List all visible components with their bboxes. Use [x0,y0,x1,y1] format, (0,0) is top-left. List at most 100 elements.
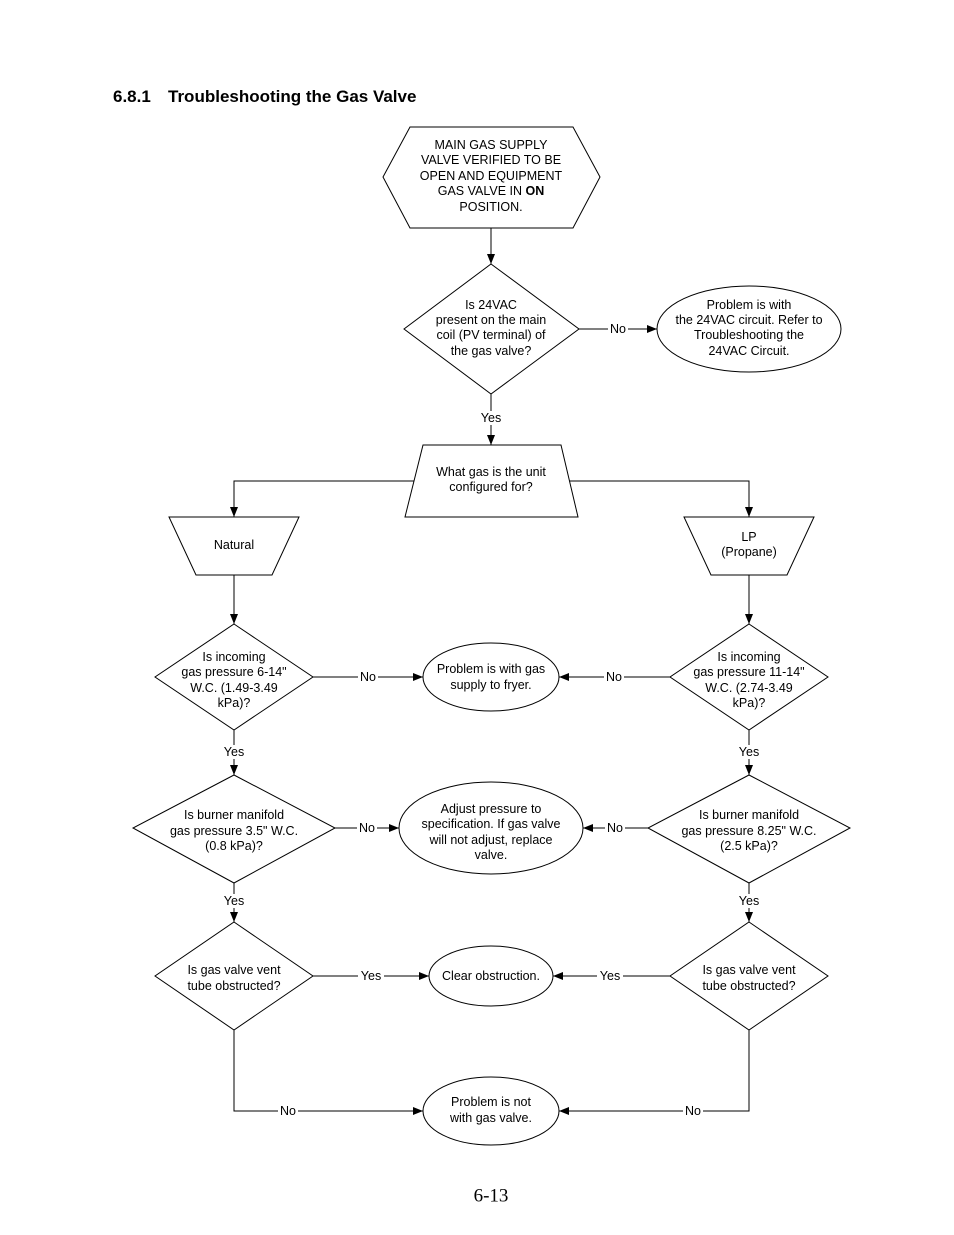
gas-type-trapezoid [404,444,579,518]
edge-label-bg [605,821,625,835]
gas-type-line: What gas is the unit [436,465,546,479]
lp-trapezoid [683,516,815,576]
start-text-line: VALVE VERIFIED TO BE [421,153,561,167]
lp-node: LP (Propane) [683,516,815,576]
edge-label-lp-vent-yes: Yes [600,969,620,983]
edge-label-24vac-no: No [610,322,626,336]
decision-24vac-line: the gas valve? [451,344,532,358]
start-text-line: OPEN AND EQUIPMENT [420,169,563,183]
start-text-line: POSITION. [459,200,522,214]
result-not-valve-line: with gas valve. [449,1111,532,1125]
start-text-bold-on: ON [526,184,545,198]
edge-label-bg [604,670,624,684]
arrow-nat-vent-no [233,1030,423,1115]
result-not-valve-line: Problem is not [451,1095,531,1109]
arrow-lp-vent-no [559,1030,750,1115]
start-hexagon-node: MAIN GAS SUPPLY VALVE VERIFIED TO BE OPE… [382,126,601,229]
edge-label-bg [358,969,384,983]
start-text-line: GAS VALVE IN ON [438,184,545,198]
decision-24vac-diamond [403,263,580,395]
result-gas-supply-line: Problem is with gas [437,662,545,676]
result-adjust-line: specification. If gas valve [422,817,561,831]
edge-label-bg [736,745,762,759]
result-24vac-node: Problem is with the 24VAC circuit. Refer… [656,285,842,373]
decision-lp-incoming-line: Is incoming [717,650,780,664]
gas-type-line: configured for? [449,480,532,494]
start-text-prefix: GAS VALVE IN [438,184,522,198]
decision-nat-manifold-line: (0.8 kPa)? [205,839,263,853]
decision-lp-vent-node: Is gas valve vent tube obstructed? [669,921,829,1031]
edge-label-bg [736,894,762,908]
edge-label-bg [221,894,247,908]
lp-line: LP [741,530,756,544]
edge-label-bg [608,322,628,336]
edge-label-bg [278,1104,298,1118]
result-adjust-line: will not adjust, replace [429,833,553,847]
decision-nat-incoming-diamond [154,623,314,731]
edge-label-nat-vent-yes: Yes [361,969,381,983]
edge-label-nat-manifold-no: No [359,821,375,835]
decision-lp-incoming-diamond [669,623,829,731]
edge-label-lp-incoming-yes: Yes [739,745,759,759]
decision-lp-manifold-node: Is burner manifold gas pressure 8.25" W.… [646,774,852,884]
decision-lp-incoming-line: gas pressure 11-14" [693,665,804,679]
result-not-valve-node: Problem is not with gas valve. [422,1076,560,1146]
result-24vac-line: the 24VAC circuit. Refer to [675,313,822,327]
start-hexagon [382,126,601,229]
decision-lp-incoming-line: kPa)? [733,696,766,710]
section-heading: 6.8.1 Troubleshooting the Gas Valve [113,87,416,106]
decision-nat-manifold-line: gas pressure 3.5" W.C. [170,824,298,838]
result-24vac-line: Troubleshooting the [694,328,804,342]
start-text-line: MAIN GAS SUPPLY [435,138,549,152]
decision-lp-incoming-node: Is incoming gas pressure 11-14" W.C. (2.… [669,623,829,731]
decision-nat-vent-diamond [154,921,314,1031]
edge-label-bg [478,411,504,425]
edge-label-lp-incoming-no: No [606,670,622,684]
result-adjust-line: Adjust pressure to [441,802,542,816]
result-gas-supply-ellipse [422,642,560,712]
natural-line: Natural [214,538,254,552]
edge-label-lp-vent-no: No [685,1104,701,1118]
result-adjust-ellipse [398,781,584,875]
decision-lp-vent-diamond [669,921,829,1031]
edge-label-bg [221,745,247,759]
decision-24vac-node: Is 24VAC present on the main coil (PV te… [403,263,580,395]
edge-label-bg [358,670,378,684]
natural-node: Natural [168,516,300,576]
result-adjust-line: valve. [475,848,508,862]
edge-label-bg [597,969,623,983]
result-24vac-line: Problem is with [707,298,792,312]
decision-nat-vent-line: tube obstructed? [187,979,280,993]
arrow-gas-type-to-natural [230,480,414,517]
result-clear-line: Clear obstruction. [442,969,540,983]
decision-lp-incoming-line: W.C. (2.74-3.49 [705,681,793,695]
decision-lp-manifold-line: Is burner manifold [699,808,799,822]
page-number: 6-13 [474,1186,509,1207]
result-gas-supply-node: Problem is with gas supply to fryer. [422,642,560,712]
natural-trapezoid [168,516,300,576]
edge-label-nat-incoming-no: No [360,670,376,684]
result-clear-node: Clear obstruction. [428,945,554,1007]
decision-nat-manifold-line: Is burner manifold [184,808,284,822]
decision-nat-vent-line: Is gas valve vent [187,963,281,977]
edge-label-nat-vent-no: No [280,1104,296,1118]
section-number: 6.8.1 [113,87,151,106]
decision-lp-manifold-line: gas pressure 8.25" W.C. [681,824,816,838]
lp-line: (Propane) [721,545,777,559]
edge-label-bg [357,821,377,835]
edge-label-lp-manifold-no: No [607,821,623,835]
result-24vac-line: 24VAC Circuit. [708,344,789,358]
arrow-gas-type-to-lp [569,480,753,517]
result-gas-supply-line: supply to fryer. [450,678,531,692]
decision-nat-manifold-node: Is burner manifold gas pressure 3.5" W.C… [131,774,337,884]
result-not-valve-ellipse [422,1076,560,1146]
edge-labels: No Yes No No Yes Yes No No Yes Yes Yes Y… [221,322,762,1118]
decision-24vac-line: Is 24VAC [465,298,517,312]
result-clear-ellipse [428,945,554,1007]
edge-label-24vac-yes: Yes [481,411,501,425]
decision-nat-incoming-line: gas pressure 6-14" [181,665,286,679]
decision-lp-manifold-diamond [646,774,852,884]
edge-label-lp-manifold-yes: Yes [739,894,759,908]
decision-nat-manifold-diamond [131,774,337,884]
